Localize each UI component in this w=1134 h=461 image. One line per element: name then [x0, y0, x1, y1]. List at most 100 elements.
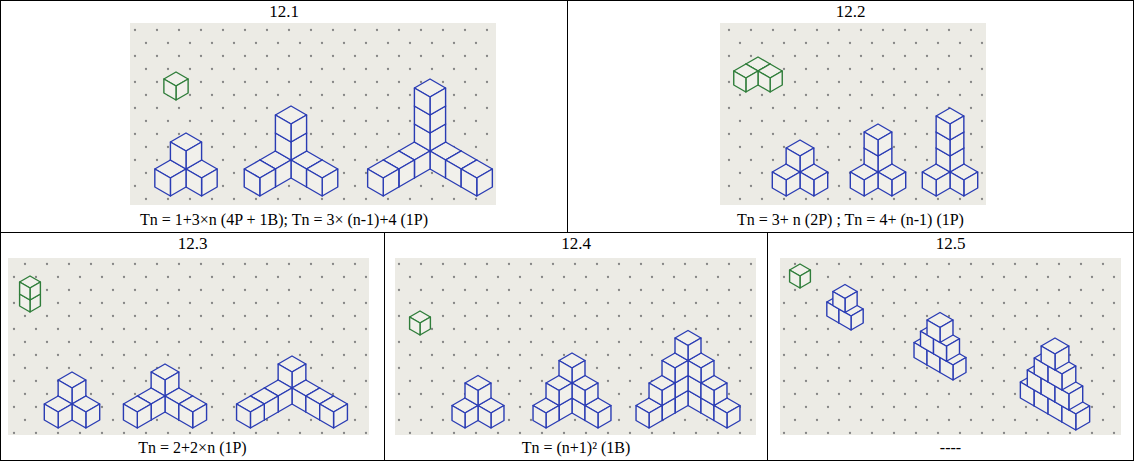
cube-figure: [368, 79, 493, 196]
cube-face: [851, 309, 863, 330]
cube-face: [186, 169, 202, 196]
cube-face: [927, 320, 940, 343]
dotted-paper: [395, 258, 756, 435]
cube-face: [452, 406, 465, 429]
cube-figure: [44, 372, 99, 428]
unit-block: [410, 311, 431, 335]
cube-face: [72, 404, 86, 428]
cell-number: 12.4: [561, 234, 591, 254]
cube-face: [1062, 366, 1076, 390]
cube-face: [260, 169, 276, 196]
cube-figure: [237, 356, 348, 428]
cube-face: [123, 404, 137, 428]
unit-block: [20, 276, 41, 312]
cube-face: [727, 406, 740, 429]
cube-face: [950, 116, 964, 140]
cube-face: [399, 160, 415, 187]
cube-face: [275, 115, 291, 142]
cube-face: [20, 282, 30, 300]
cube-face: [546, 383, 559, 406]
unit-block: [790, 264, 811, 288]
cube-face: [688, 338, 701, 361]
cube-figure: [914, 313, 966, 381]
cube-face: [814, 172, 828, 196]
cube-face: [746, 71, 758, 92]
unit-block: [164, 72, 188, 100]
cube-face: [291, 115, 307, 142]
cube-face: [850, 172, 864, 196]
cube-face: [878, 172, 892, 196]
cube-face: [420, 317, 430, 335]
table-cell: 12.5----: [767, 232, 1134, 461]
cube-face: [264, 396, 278, 420]
cube-face: [446, 160, 462, 187]
cube-face: [598, 406, 611, 429]
cube-face: [244, 169, 260, 196]
cube-face: [383, 169, 399, 196]
dotted-paper: [130, 23, 496, 205]
cube-face: [465, 406, 478, 429]
cube-face: [936, 172, 950, 196]
cube-face: [946, 339, 959, 362]
cube-face: [334, 404, 348, 428]
cube-face: [800, 148, 814, 172]
cube-face: [465, 383, 478, 406]
cube-face: [533, 406, 546, 429]
cube-face: [636, 406, 649, 429]
cube-face: [320, 404, 334, 428]
cube-figure: [850, 124, 905, 196]
formula-caption: Tn = 1+3×n (4P + 1B); Tn = 3× (n-1)+4 (1…: [140, 211, 428, 229]
cell-number: 12.2: [836, 2, 866, 22]
formula-caption: Tn = 2+2×n (1P): [138, 439, 246, 457]
cube-face: [675, 361, 688, 384]
cube-face: [278, 388, 292, 412]
cube-face: [478, 383, 491, 406]
cube-face: [291, 160, 307, 187]
cube-face: [786, 172, 800, 196]
cube-face: [950, 172, 964, 196]
cube-face: [478, 406, 491, 429]
cube-face: [892, 172, 906, 196]
cube-figure: [922, 108, 977, 196]
cube-face: [368, 169, 384, 196]
cube-face: [414, 151, 430, 178]
formula-caption: ----: [940, 439, 961, 457]
cube-face: [833, 292, 845, 313]
cube-face: [176, 79, 188, 100]
cube-face: [649, 383, 662, 406]
cube-face: [477, 169, 493, 196]
cube-face: [845, 292, 857, 313]
cube-face: [170, 142, 186, 169]
cube-face: [714, 383, 727, 406]
cube-face: [164, 79, 176, 100]
cube-face: [1069, 386, 1083, 410]
cube-face: [922, 172, 936, 196]
cube-figure: [636, 331, 740, 429]
cube-figure: [155, 133, 217, 196]
cube-face: [936, 116, 950, 140]
cube-face: [953, 358, 966, 381]
cube-face: [186, 142, 202, 169]
cell-number: 12.3: [178, 234, 208, 254]
cube-face: [193, 404, 207, 428]
cube-figure: [452, 376, 504, 429]
cube-face: [758, 71, 770, 92]
cube-face: [202, 169, 218, 196]
table-cell: 12.4 Tn = (n+1)² (1B): [384, 232, 768, 461]
cube-face: [1055, 346, 1069, 370]
cube-face: [179, 404, 193, 428]
cube-face: [292, 388, 306, 412]
cube-face: [964, 172, 978, 196]
cube-face: [430, 151, 446, 178]
cube-face: [275, 160, 291, 187]
cube-face: [58, 404, 72, 428]
cube-figure: [772, 140, 827, 196]
cube-figure: [827, 285, 863, 331]
cube-face: [772, 172, 786, 196]
cube-face: [649, 406, 662, 429]
cube-face: [1076, 406, 1090, 430]
cube-face: [44, 404, 58, 428]
cube-face: [585, 406, 598, 429]
formula-caption: Tn = (n+1)² (1B): [522, 439, 631, 457]
